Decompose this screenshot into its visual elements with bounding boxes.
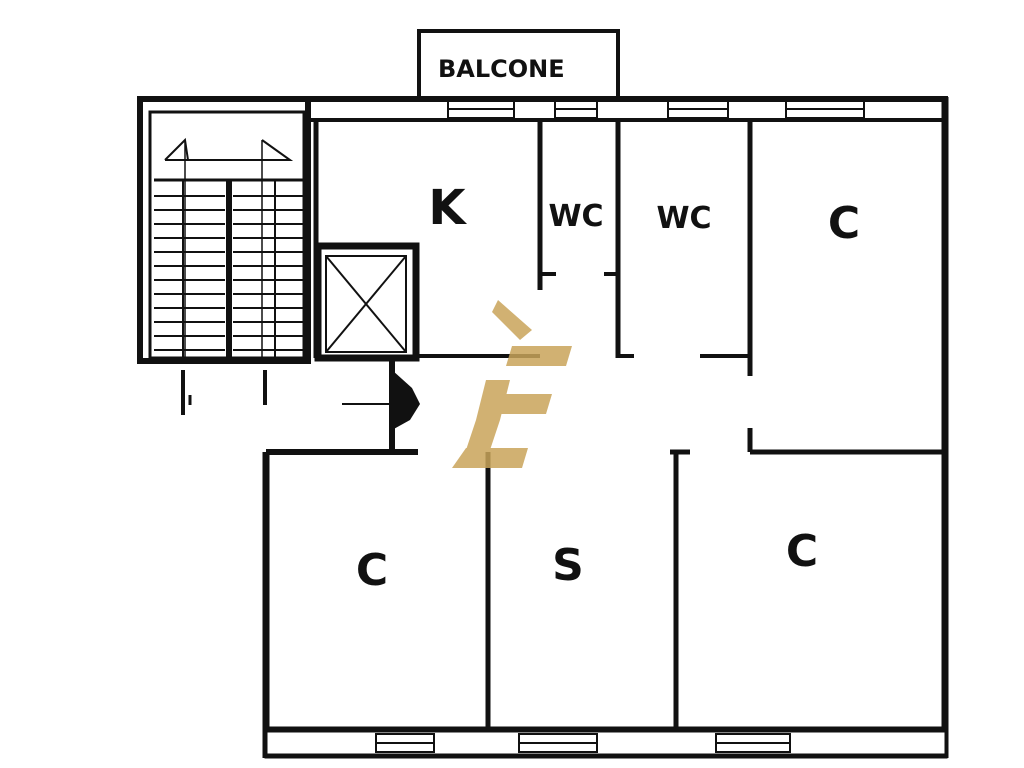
room-label-living: S xyxy=(552,540,584,591)
entrance-door xyxy=(342,358,420,450)
room-label-wc-left: WC xyxy=(548,199,603,234)
room-label-bedroom-top-right: C xyxy=(828,198,860,249)
bottom-wall xyxy=(264,729,948,759)
watermark-logo xyxy=(452,300,572,468)
staircase xyxy=(137,96,311,415)
room-label-kitchen: K xyxy=(428,180,467,236)
room-label-wc-right: WC xyxy=(656,201,711,236)
room-label-bedroom-bottom-left: C xyxy=(356,545,388,596)
room-label-bedroom-bottom-right: C xyxy=(786,526,818,577)
elevator-shaft xyxy=(314,242,420,362)
balcony-label: BALCONE xyxy=(438,55,565,83)
interior-walls-bottom xyxy=(262,449,945,758)
interior-walls-top xyxy=(313,122,753,452)
